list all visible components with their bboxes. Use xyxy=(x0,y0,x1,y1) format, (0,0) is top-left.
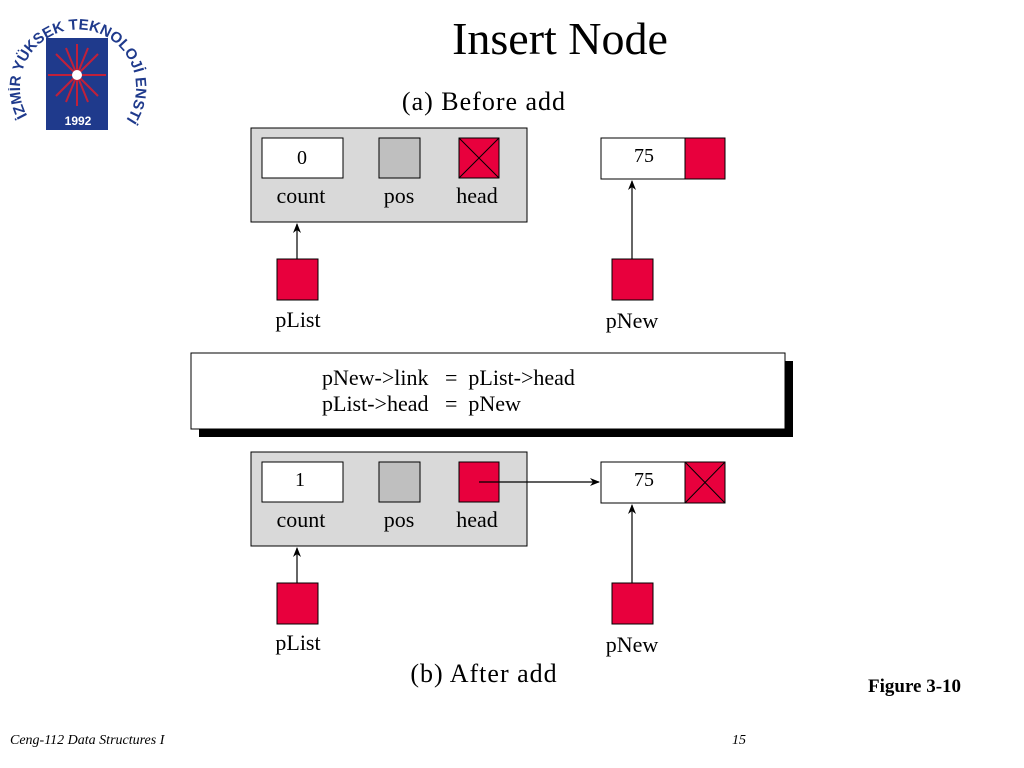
figure-label: Figure 3-10 xyxy=(868,676,962,697)
count-value-before: 0 xyxy=(297,147,307,169)
count-label-before: count xyxy=(277,183,326,208)
node-data-after: 75 xyxy=(634,469,654,491)
head-label-after: head xyxy=(456,507,498,532)
count-box-after xyxy=(261,461,344,503)
pnew-label-after: pNew xyxy=(606,632,659,657)
plist-label-before: pList xyxy=(275,307,320,332)
code-line-2: pList->head = pNew xyxy=(322,391,521,416)
logo-year: 1992 xyxy=(65,114,92,128)
footer-course: Ceng-112 Data Structures I xyxy=(10,733,165,748)
slide-title: Insert Node xyxy=(452,13,668,64)
code-line-1: pNew->link = pList->head xyxy=(322,365,575,390)
plist-pointer-before xyxy=(276,258,319,301)
node-data-box-after xyxy=(600,461,686,504)
caption-before: (a) Before add xyxy=(402,87,566,116)
pos-box-after xyxy=(378,461,421,503)
node-data-before: 75 xyxy=(634,145,654,167)
pos-label-after: pos xyxy=(384,507,415,532)
institute-logo: İZMİR YÜKSEK TEKNOLOJİ ENSTİTÜSÜ 1992 xyxy=(8,2,148,130)
node-link-box-before xyxy=(684,137,726,180)
pnew-pointer-after xyxy=(611,582,654,625)
count-label-after: count xyxy=(277,507,326,532)
caption-after: (b) After add xyxy=(410,659,557,688)
footer-page-number: 15 xyxy=(732,733,746,748)
count-box-before xyxy=(261,137,344,179)
plist-label-after: pList xyxy=(275,630,320,655)
count-value-after: 1 xyxy=(295,469,305,491)
pnew-label-before: pNew xyxy=(606,308,659,333)
pos-box-before xyxy=(378,137,421,179)
head-label-before: head xyxy=(456,183,498,208)
node-data-box-before xyxy=(600,137,686,180)
pnew-pointer-before xyxy=(611,258,654,301)
pos-label-before: pos xyxy=(384,183,415,208)
code-box xyxy=(190,352,786,430)
plist-pointer-after xyxy=(276,582,319,625)
